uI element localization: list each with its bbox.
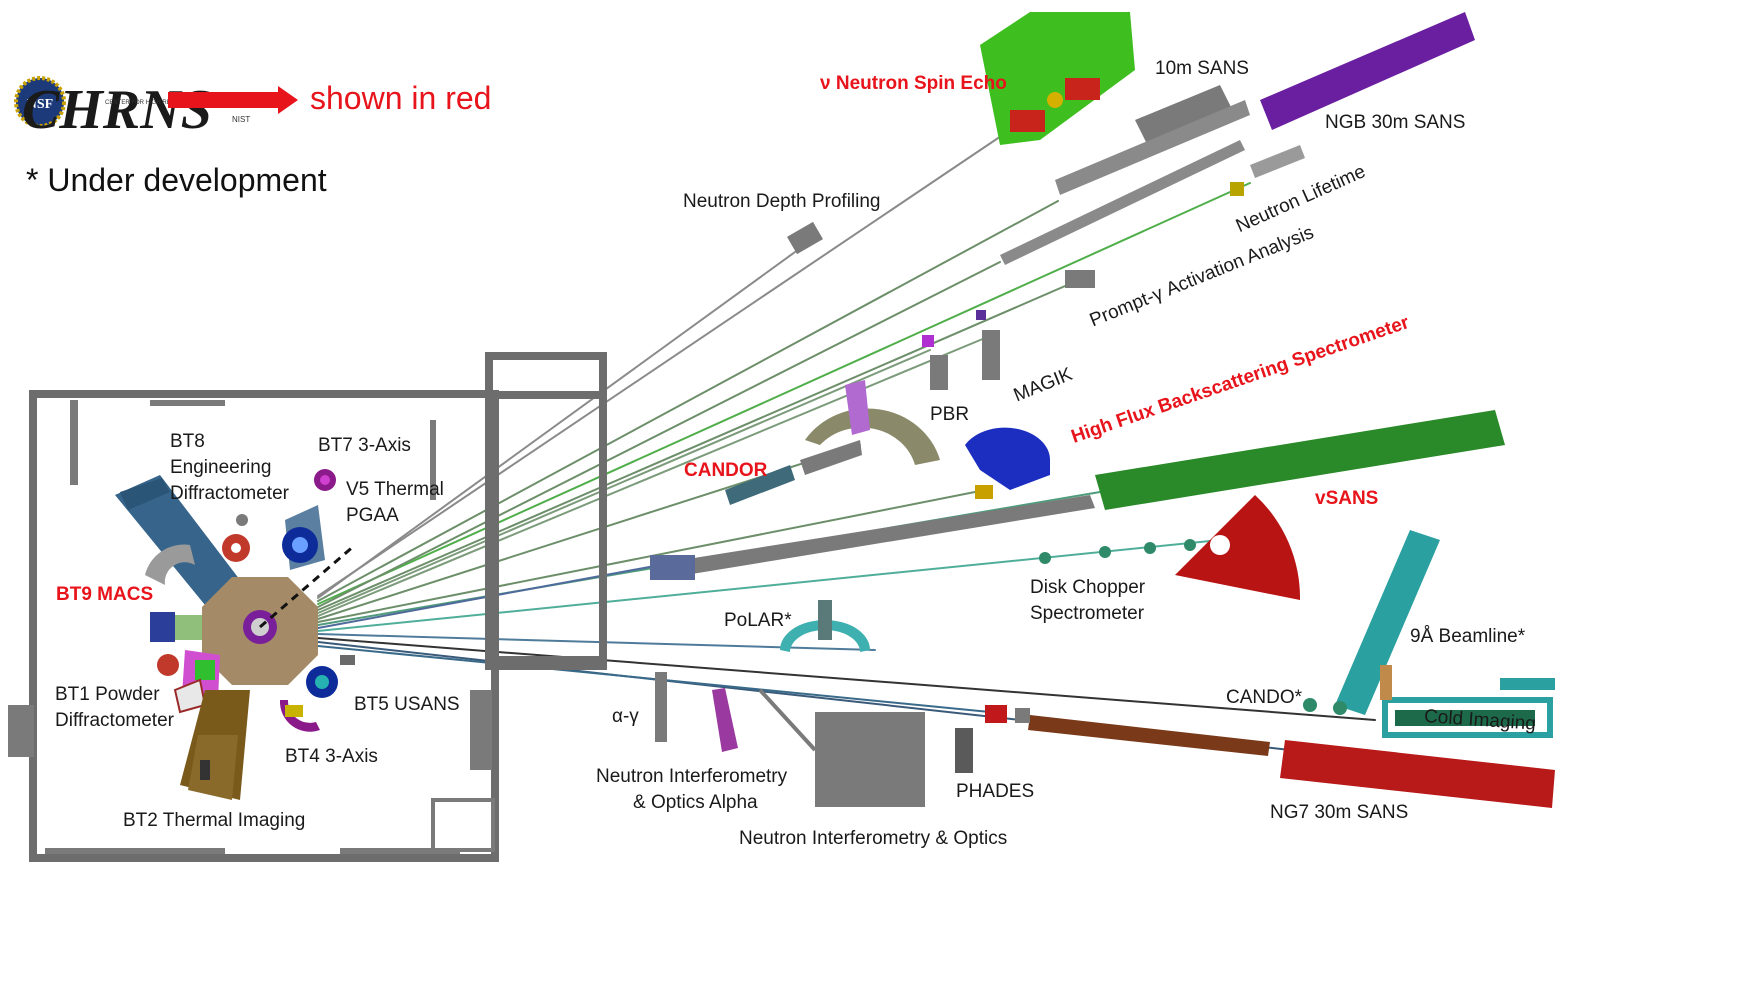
label-nio-alpha-line1: Neutron Interferometry <box>596 766 788 787</box>
lifetime-instrument <box>1230 145 1305 196</box>
label-bt7: BT7 3-Axis <box>318 435 411 456</box>
nio-instrument <box>758 688 925 807</box>
logo-chrns-text: CHRNS <box>22 79 212 141</box>
polar-instrument <box>780 600 870 652</box>
ngb30m-instrument <box>1260 12 1475 130</box>
under-development-note: * Under development <box>26 162 327 198</box>
bt8-sample-table <box>222 514 250 562</box>
label-ndp: Neutron Depth Profiling <box>683 191 881 212</box>
label-ngb-30m-sans: NGB 30m SANS <box>1325 112 1466 133</box>
vsans-instrument <box>650 410 1505 580</box>
sans10m-instrument <box>1055 85 1250 195</box>
label-nse: ν Neutron Spin Echo <box>820 73 1007 94</box>
label-bt8-line3: Diffractometer <box>170 483 289 504</box>
shown-in-red-label: shown in red <box>310 80 492 116</box>
label-phades: PHADES <box>956 781 1035 802</box>
hfbs-instrument <box>965 427 1051 499</box>
label-polar: PoLAR* <box>724 610 792 631</box>
label-bt9-macs: BT9 MACS <box>56 584 154 605</box>
label-vsans: vSANS <box>1315 488 1379 509</box>
label-nio-alpha-line2: & Optics Alpha <box>633 792 758 813</box>
label-dcs-line1: Disk Chopper <box>1030 577 1146 598</box>
bt1-instrument <box>157 650 220 714</box>
pgaa-instrument <box>1065 270 1095 288</box>
label-bt1-line1: BT1 Powder <box>55 684 160 705</box>
cold-imaging-instrument <box>1380 665 1555 738</box>
ndp-instrument <box>787 221 823 255</box>
label-ng7-30m-sans: NG7 30m SANS <box>1270 802 1409 823</box>
ngb-guide <box>1000 140 1245 265</box>
label-pbr: PBR <box>930 404 970 425</box>
label-candor: CANDOR <box>684 460 768 481</box>
label-bt8-line2: Engineering <box>170 457 272 478</box>
label-nio: Neutron Interferometry & Optics <box>739 828 1008 849</box>
pbr-instrument <box>922 335 948 390</box>
label-v5-line2: PGAA <box>346 505 399 526</box>
label-9a-beamline: 9Å Beamline* <box>1410 626 1526 647</box>
alpha-gamma-instrument <box>655 672 667 742</box>
dcs-instrument <box>1039 495 1301 600</box>
label-bt4: BT4 3-Axis <box>285 746 378 767</box>
chrns-logo: NSF CHRNS CENTER FOR HIGH RESOLUTION NEU… <box>14 76 298 141</box>
beamline9a-instrument <box>1335 530 1440 715</box>
label-bt5-usans: BT5 USANS <box>354 694 460 715</box>
ng7-instrument <box>985 705 1555 808</box>
bt7-instrument <box>282 469 336 570</box>
label-v5-line1: V5 Thermal <box>346 479 444 500</box>
nio-alpha-instrument <box>712 688 738 752</box>
label-cando: CANDO* <box>1226 687 1303 708</box>
logo-nist-text: NIST <box>232 115 250 124</box>
bt5-instrument <box>306 655 355 698</box>
cando-instrument <box>1303 698 1347 715</box>
bt8-instrument <box>115 475 240 605</box>
reactor-core <box>202 543 356 685</box>
label-alpha-gamma: α-γ <box>612 706 639 727</box>
label-bt2: BT2 Thermal Imaging <box>123 810 306 831</box>
magik-instrument <box>976 310 1000 380</box>
reactor-building <box>29 352 607 862</box>
nse-instrument <box>980 12 1135 145</box>
red-arrow-icon <box>168 86 298 114</box>
bt2-instrument <box>180 690 250 800</box>
neutron-guides <box>317 129 1376 751</box>
label-bt8-line1: BT8 <box>170 431 205 452</box>
label-10m-sans: 10m SANS <box>1155 58 1249 79</box>
bt4-instrument <box>279 700 320 732</box>
label-dcs-line2: Spectrometer <box>1030 603 1145 624</box>
phades-instrument <box>955 728 973 773</box>
logo-nsf-text: NSF <box>27 97 53 112</box>
building-details <box>8 400 495 854</box>
label-bt1-line2: Diffractometer <box>55 710 174 731</box>
candor-instrument <box>725 380 940 505</box>
